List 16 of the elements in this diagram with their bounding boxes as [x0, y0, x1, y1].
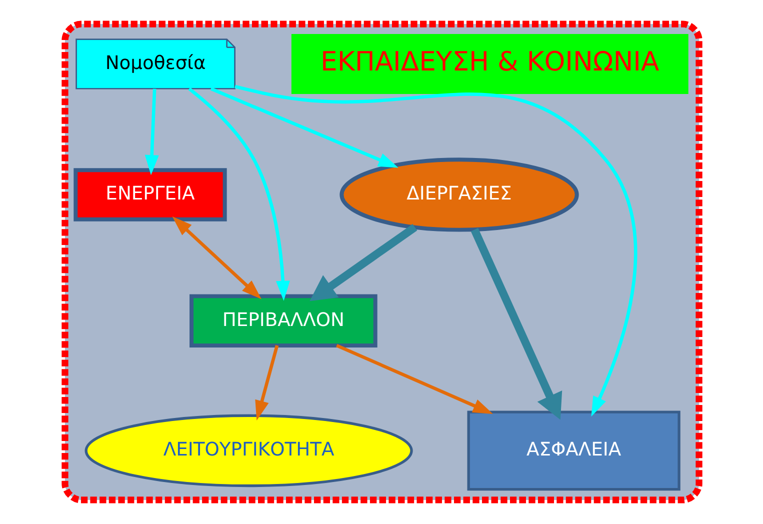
arrow: [144, 88, 158, 176]
arrow: [309, 224, 417, 302]
arrow: [470, 228, 562, 420]
arrow: [336, 344, 493, 414]
arrow: [234, 84, 637, 417]
node-box: ΕΚΠΑΙΔΕΥΣΗ & ΚΟΙΝΩΝΙΑ: [290, 34, 688, 94]
arrow: [188, 87, 290, 301]
node-box: ΕΝΕΡΓΕΙΑ: [73, 168, 226, 222]
cluster: [61, 20, 702, 504]
node-ellipse: ΔΙΕΡΓΑΣΙΕΣ: [339, 158, 578, 232]
arrow: [172, 216, 262, 300]
arrow: [254, 345, 278, 420]
node-ellipse: ΛΕΙΤΟΥΡΓΙΚΟΤΗΤΑ: [84, 414, 412, 488]
node-box: ΠΕΡΙΒΑΛΛΟΝ: [189, 294, 377, 348]
arrow: [210, 87, 398, 168]
node-box: ΑΣΦΑΛΕΙΑ: [466, 410, 680, 491]
